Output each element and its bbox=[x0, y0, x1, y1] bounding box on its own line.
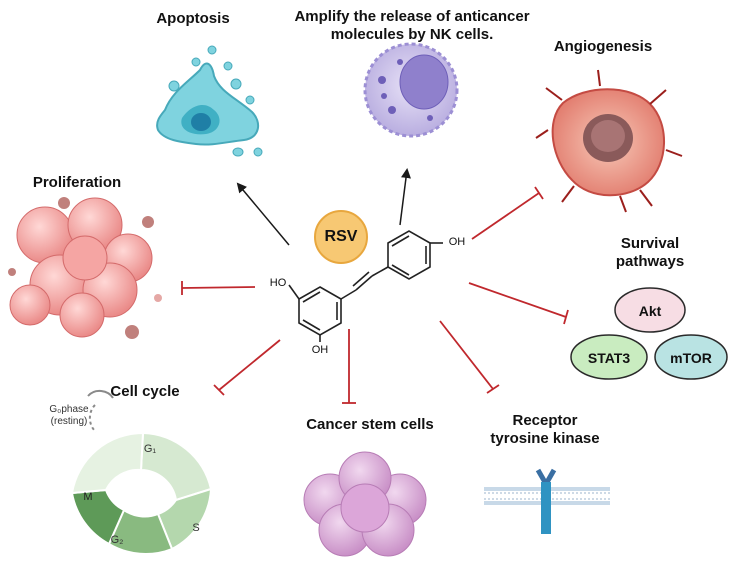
mtor-label: mTOR bbox=[670, 350, 712, 366]
cell-cycle-ring bbox=[70, 390, 213, 556]
g0-phase-label-line2: (resting) bbox=[50, 416, 88, 427]
g1-phase-label: G₁ bbox=[143, 443, 157, 455]
rsv-circle bbox=[314, 210, 368, 264]
proliferation-label: Proliferation bbox=[32, 174, 122, 191]
cell-cycle-label: Cell cycle bbox=[110, 383, 180, 400]
stat3-label: STAT3 bbox=[587, 350, 631, 366]
akt-oval bbox=[614, 287, 686, 333]
apoptosis-label: Apoptosis bbox=[156, 10, 230, 27]
cancer-stem-cells-illustration bbox=[303, 451, 427, 557]
inhibit-cell-cycle bbox=[213, 339, 281, 396]
rsv-label: RSV bbox=[324, 228, 358, 245]
stat3-oval bbox=[570, 334, 648, 380]
survival-label-line2: pathways bbox=[615, 253, 685, 270]
rtk-illustration bbox=[484, 468, 610, 534]
arrow-to-nk-cells bbox=[399, 168, 411, 226]
rtk-label-line1: Receptor bbox=[512, 412, 578, 429]
inhibit-cancer-stem-cells bbox=[342, 329, 356, 404]
survival-label-line1: Survival bbox=[620, 235, 680, 252]
akt-label: Akt bbox=[638, 303, 662, 319]
nk-label-line1: Amplify the release of anticancer bbox=[294, 8, 530, 25]
rtk-label-line2: tyrosine kinase bbox=[490, 430, 600, 447]
cancer-stem-cells-label: Cancer stem cells bbox=[306, 416, 434, 433]
inhibit-survival-pathways bbox=[468, 282, 569, 325]
m-phase-label: M bbox=[83, 491, 93, 503]
mtor-oval bbox=[654, 334, 728, 380]
apoptosis-cell-illustration bbox=[156, 45, 263, 157]
inhibit-angiogenesis bbox=[471, 186, 544, 240]
inhibit-rtk bbox=[439, 320, 500, 394]
arrow-to-apoptosis bbox=[236, 182, 290, 246]
g2-phase-label: G₂ bbox=[110, 534, 124, 546]
inhibit-proliferation bbox=[181, 281, 256, 295]
s-phase-label: S bbox=[192, 522, 200, 534]
g0-phase-label-line1: G₀phase bbox=[49, 404, 89, 415]
proliferation-illustration bbox=[8, 197, 162, 339]
nk-cell-illustration bbox=[363, 42, 459, 138]
nk-label-line2: molecules by NK cells. bbox=[330, 26, 494, 43]
resveratrol-structure bbox=[288, 230, 443, 342]
ho-group-label: HO bbox=[269, 277, 287, 289]
oh-group-label-bottom: OH bbox=[311, 344, 329, 356]
angiogenesis-label: Angiogenesis bbox=[553, 38, 653, 55]
oh-group-label-right: OH bbox=[448, 236, 466, 248]
angiogenesis-illustration bbox=[535, 69, 683, 213]
